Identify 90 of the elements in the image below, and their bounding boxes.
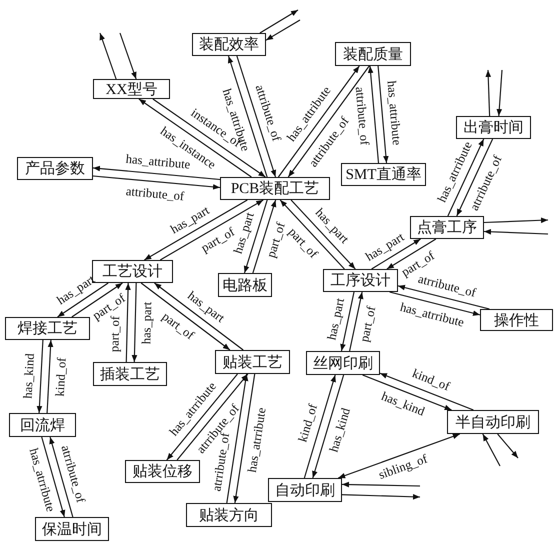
arrow [371, 238, 421, 270]
arrow [152, 98, 266, 178]
arrow [362, 374, 452, 411]
arrow [36, 340, 44, 414]
arrow [386, 238, 436, 270]
arrow [304, 374, 336, 478]
edge-label: has_part [325, 296, 346, 342]
arrow [99, 32, 117, 80]
arrow [119, 32, 137, 80]
concept-box: XX型号 [93, 79, 170, 99]
concept-box: 插装工艺 [93, 362, 167, 386]
concept-box: 产品参数 [17, 157, 93, 180]
arrow [132, 282, 138, 362]
arrow [497, 434, 518, 458]
concept-box: 贴装方向 [186, 503, 272, 527]
concept-box: 自动印刷 [268, 478, 342, 502]
arrow [228, 56, 268, 178]
arrow [447, 138, 484, 216]
arrow [144, 200, 248, 260]
edge-label: atrribute_of [416, 272, 477, 300]
arrow [482, 434, 500, 466]
arrow [260, 10, 298, 34]
concept-box: 保温时间 [35, 517, 109, 541]
arrow [349, 292, 364, 352]
concept-box: 操作性 [480, 309, 553, 331]
concept-box: 丝网印刷 [306, 351, 380, 375]
arrow [226, 374, 248, 504]
arrow [398, 284, 490, 310]
arrow [166, 374, 238, 460]
concept-box: 装配效率 [192, 33, 266, 56]
edge-label: attribute_of [354, 86, 372, 146]
arrow [236, 56, 276, 178]
arrow [138, 98, 252, 178]
arrow [41, 436, 66, 518]
arrow [484, 217, 548, 224]
edge-label: kind_of [54, 357, 68, 397]
arrow [160, 200, 264, 260]
arrow [342, 482, 420, 488]
arrow [378, 66, 389, 164]
arrow [312, 374, 344, 478]
arrow [496, 70, 503, 116]
edge-label: has_atrribute [246, 407, 268, 474]
arrow [92, 166, 220, 180]
arrow [342, 494, 420, 500]
edge-label: attribute_of [126, 184, 186, 203]
edge-label: has_kind [327, 406, 352, 454]
concept-box: 电路板 [218, 273, 272, 297]
arrow [484, 228, 548, 235]
concept-box: 贴装位移 [125, 460, 200, 483]
arrow [278, 66, 360, 178]
concept-box: PCB装配工艺 [220, 177, 330, 200]
edge-label: part_of [264, 220, 288, 260]
arrow [72, 282, 123, 318]
arrow [380, 372, 474, 411]
arrow [46, 340, 54, 414]
edge-label: has_part [232, 210, 257, 256]
concept-box: 贴装工艺 [215, 350, 290, 374]
arrow [368, 66, 380, 164]
arrow [288, 66, 370, 178]
arrow [92, 175, 220, 190]
concept-box: 半自动印刷 [447, 410, 539, 434]
concept-box: SMT直通率 [341, 163, 426, 186]
arrow [290, 200, 356, 270]
arrow [244, 200, 268, 274]
concept-box: 装配质量 [335, 42, 411, 66]
edge-label: has_attribute [385, 80, 404, 146]
arrow [280, 200, 345, 270]
concept-box: 回流焊 [9, 413, 76, 437]
arrow [252, 200, 276, 274]
arrow [57, 282, 108, 318]
arrow [154, 282, 244, 350]
edge-label: part_of [358, 305, 378, 343]
arrow [340, 292, 355, 352]
edge-label: kind_of [296, 402, 320, 444]
arrow [456, 138, 494, 216]
arrow [389, 291, 480, 316]
concept-box: 焊接工艺 [5, 317, 90, 340]
concept-box: 工序设计 [323, 269, 398, 292]
concept-box: 点膏工序 [410, 216, 484, 239]
arrow [176, 374, 248, 460]
arrow [266, 20, 300, 41]
arrow [338, 433, 460, 479]
arrow [233, 374, 256, 504]
arrow [125, 282, 131, 362]
edge-label: has_part [140, 301, 154, 344]
edge-label: has_kind [22, 353, 36, 399]
concept-box: 出膏时间 [456, 116, 531, 139]
arrow [140, 282, 230, 350]
arrow [49, 436, 74, 518]
arrow [485, 70, 492, 116]
